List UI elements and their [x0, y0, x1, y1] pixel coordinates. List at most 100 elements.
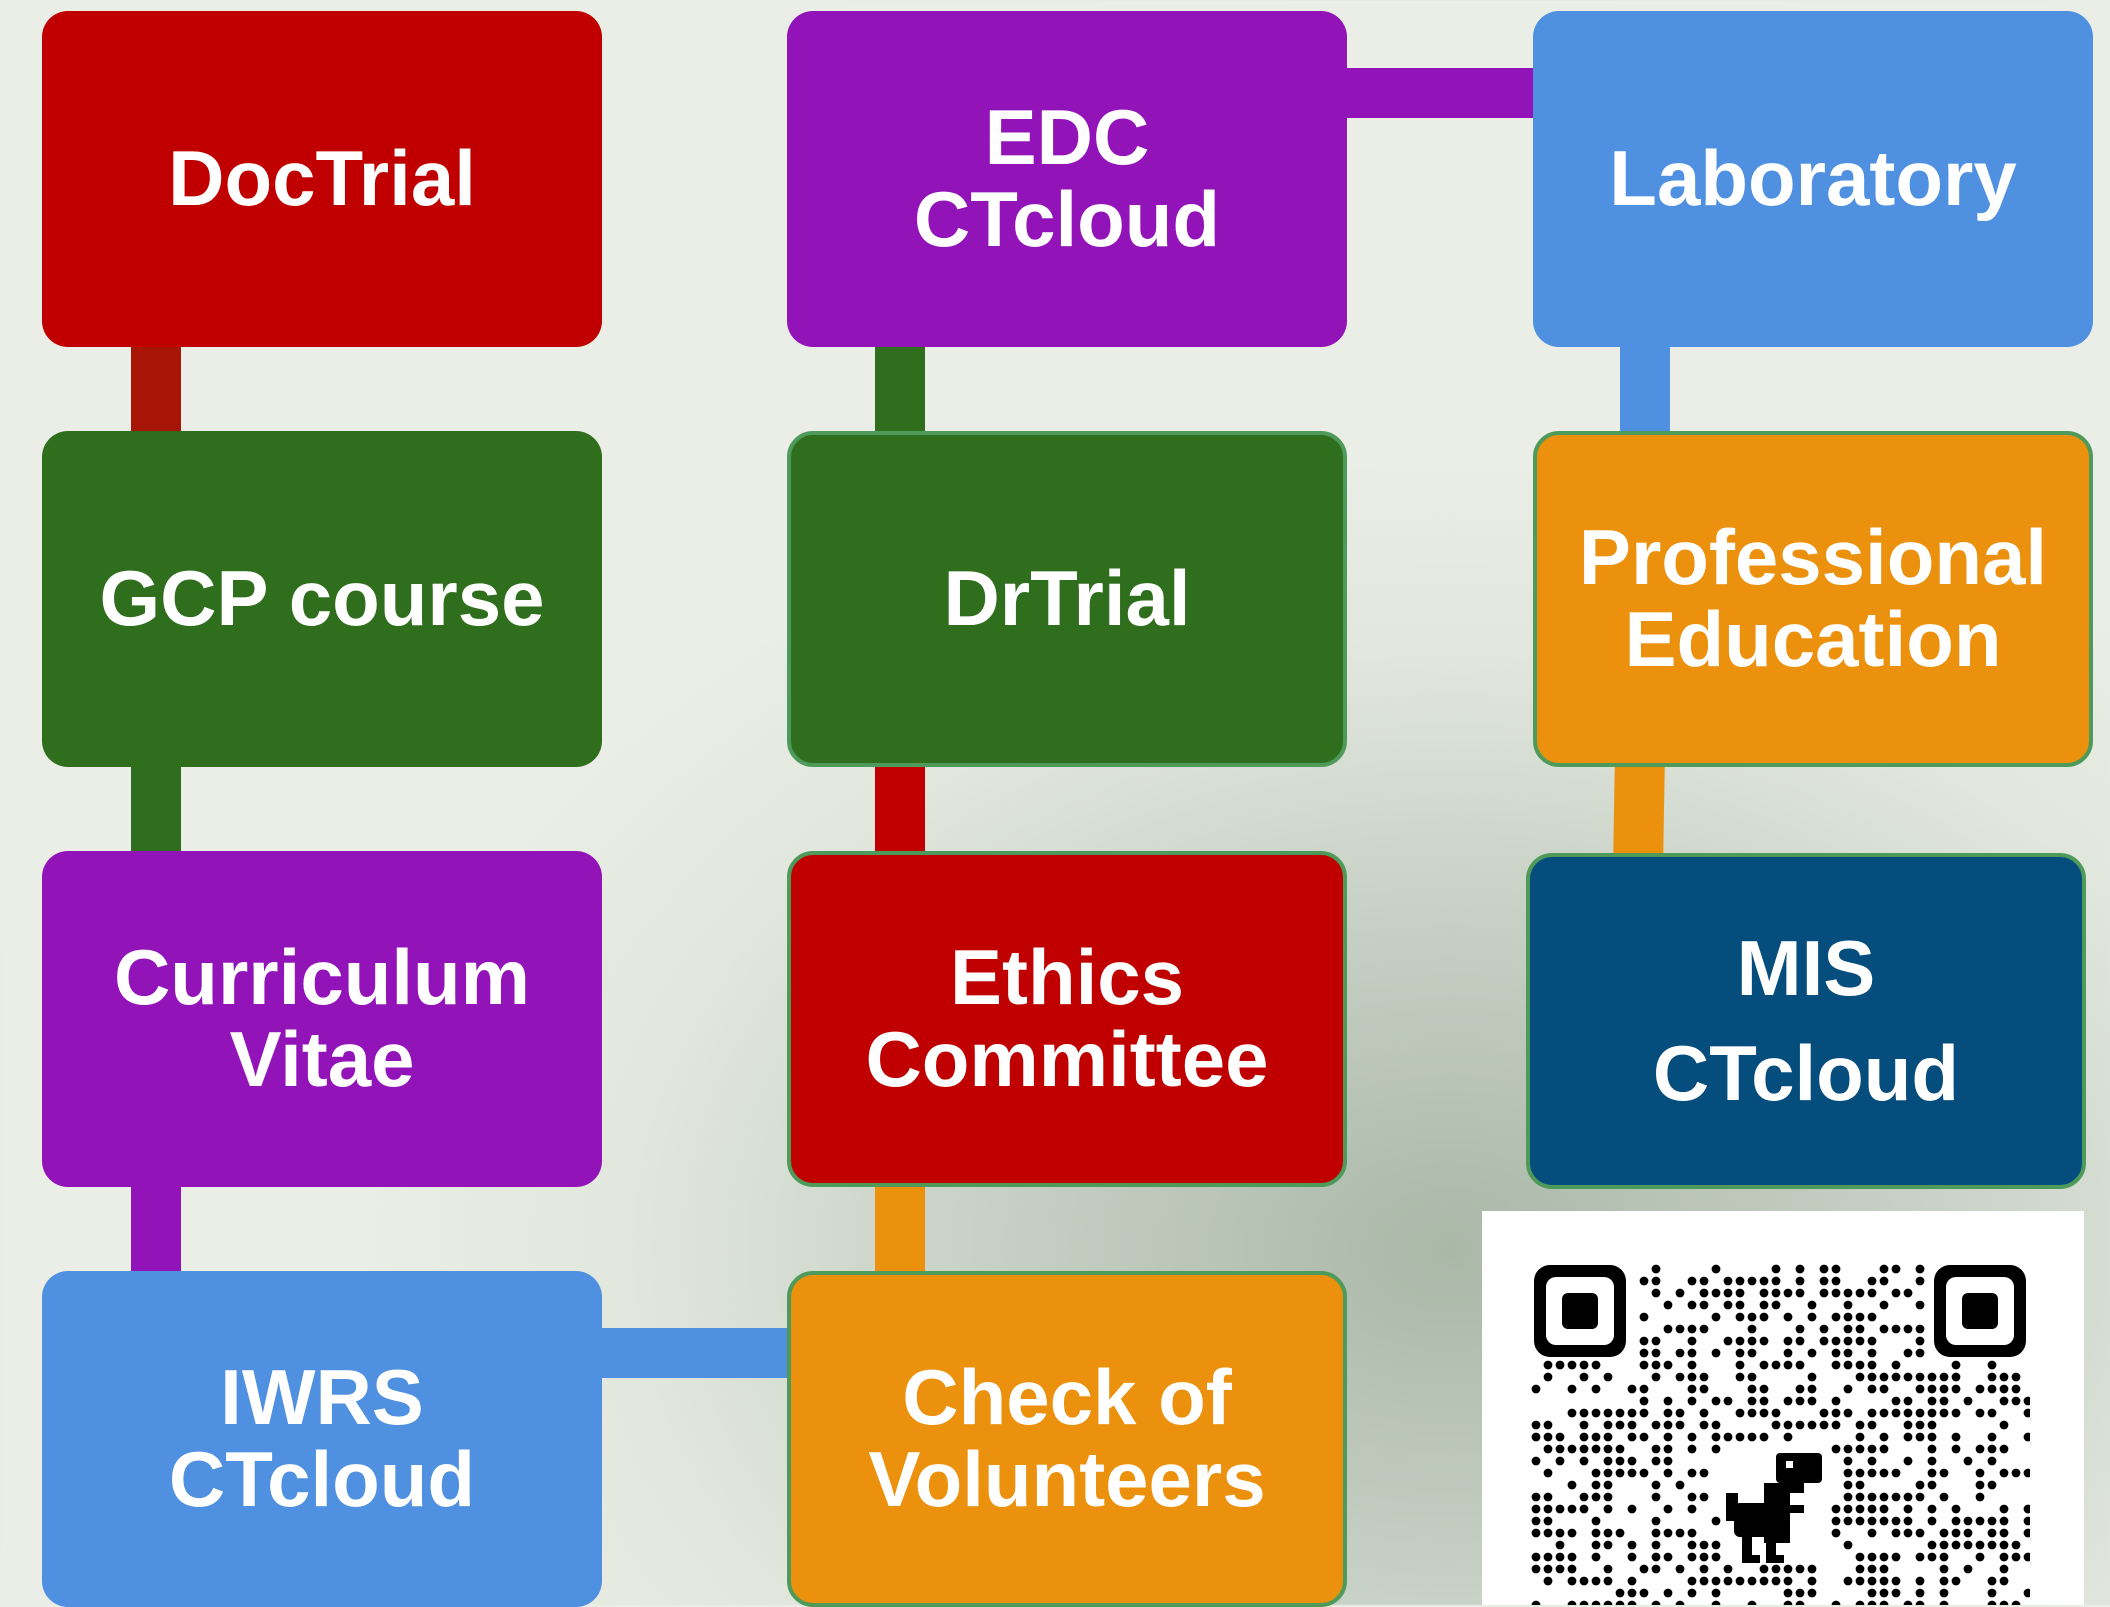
qr-module — [1879, 1324, 1889, 1334]
qr-module — [1795, 1588, 1805, 1598]
qr-module — [1663, 1456, 1673, 1466]
qr-module — [1699, 1408, 1709, 1418]
qr-module — [1891, 1372, 1901, 1382]
qr-module — [1711, 1444, 1721, 1454]
professional-education-box[interactable]: Professional Education — [1533, 431, 2093, 767]
qr-module — [1807, 1348, 1817, 1358]
qr-module — [1939, 1468, 1949, 1478]
qr-module — [1615, 1444, 1625, 1454]
qr-module — [1663, 1552, 1673, 1562]
qr-module — [1759, 1432, 1769, 1442]
qr-module — [1759, 1576, 1769, 1586]
check-of-volunteers-box[interactable]: Check of Volunteers — [787, 1271, 1347, 1607]
qr-module — [2023, 1552, 2030, 1562]
qr-module — [1807, 1564, 1817, 1574]
qr-module — [1543, 1372, 1553, 1382]
qr-module — [1723, 1288, 1733, 1298]
qr-module — [1651, 1360, 1661, 1370]
qr-module — [1831, 1444, 1841, 1454]
qr-module — [1555, 1540, 1565, 1550]
qr-module — [1975, 1516, 1985, 1526]
qr-module — [1975, 1540, 1985, 1550]
iwrs-line2: CTcloud — [168, 1435, 476, 1523]
doctrial-box[interactable]: DocTrial — [42, 11, 602, 347]
qr-module — [1927, 1420, 1937, 1430]
qr-module — [1843, 1576, 1853, 1586]
qr-module — [1855, 1444, 1865, 1454]
qr-module — [1699, 1468, 1709, 1478]
qr-module — [1915, 1528, 1925, 1538]
qr-module — [1627, 1384, 1637, 1394]
qr-module — [1831, 1528, 1841, 1538]
volunteers-line2: Volunteers — [868, 1435, 1266, 1523]
qr-module — [1795, 1288, 1805, 1298]
qr-module — [1627, 1420, 1637, 1430]
qr-module — [1543, 1504, 1553, 1514]
ethics-committee-box[interactable]: Ethics Committee — [787, 851, 1347, 1187]
qr-module — [1651, 1288, 1661, 1298]
qr-module — [1843, 1540, 1853, 1550]
qr-module — [1543, 1492, 1553, 1502]
qr-module — [1699, 1420, 1709, 1430]
qr-module — [1927, 1444, 1937, 1454]
connector-doctrial-gcp — [131, 346, 181, 434]
qr-module — [1699, 1384, 1709, 1394]
qr-module — [1531, 1492, 1541, 1502]
qr-module — [1987, 1432, 1997, 1442]
qr-module — [1783, 1288, 1793, 1298]
qr-module — [1807, 1420, 1817, 1430]
qr-code[interactable] — [1482, 1211, 2084, 1605]
qr-module — [1579, 1420, 1589, 1430]
iwrs-box[interactable]: IWRS CTcloud — [42, 1271, 602, 1607]
qr-module — [1927, 1504, 1937, 1514]
qr-module — [1663, 1588, 1673, 1598]
qr-module — [1903, 1516, 1913, 1526]
qr-module — [1927, 1468, 1937, 1478]
gcp-course-box[interactable]: GCP course — [42, 431, 602, 767]
qr-module — [1567, 1600, 1577, 1605]
qr-module — [1999, 1540, 2009, 1550]
qr-module — [1603, 1420, 1613, 1430]
qr-module — [1891, 1492, 1901, 1502]
qr-module — [1567, 1480, 1577, 1490]
qr-module — [1651, 1600, 1661, 1605]
qr-module — [1831, 1600, 1841, 1605]
qr-module — [1879, 1264, 1889, 1274]
qr-module — [1591, 1468, 1601, 1478]
qr-module — [2023, 1516, 2030, 1526]
qr-module — [1855, 1564, 1865, 1574]
qr-module — [1735, 1312, 1745, 1322]
laboratory-box[interactable]: Laboratory — [1533, 11, 2093, 347]
qr-module — [1675, 1324, 1685, 1334]
qr-module — [1843, 1444, 1853, 1454]
qr-module — [1711, 1348, 1721, 1358]
qr-module — [1699, 1576, 1709, 1586]
qr-module — [1771, 1300, 1781, 1310]
drtrial-box[interactable]: DrTrial — [787, 431, 1347, 767]
edc-ctcloud-box[interactable]: EDC CTcloud — [787, 11, 1347, 347]
mis-ctcloud-box[interactable]: MIS CTcloud — [1526, 853, 2086, 1189]
qr-module — [1579, 1504, 1589, 1514]
qr-module — [1867, 1420, 1877, 1430]
curriculum-vitae-box[interactable]: Curriculum Vitae — [42, 851, 602, 1187]
qr-module — [1663, 1504, 1673, 1514]
qr-module — [1687, 1432, 1697, 1442]
qr-module — [1783, 1348, 1793, 1358]
qr-module — [1927, 1396, 1937, 1406]
qr-module — [1735, 1300, 1745, 1310]
qr-module — [1747, 1576, 1757, 1586]
qr-module — [1603, 1528, 1613, 1538]
qr-module — [1783, 1360, 1793, 1370]
qr-module — [1711, 1588, 1721, 1598]
qr-module — [1747, 1384, 1757, 1394]
mis-line1: MIS — [1736, 923, 1876, 1012]
qr-module — [1747, 1324, 1757, 1334]
qr-module — [1903, 1408, 1913, 1418]
qr-module — [1927, 1480, 1937, 1490]
qr-module — [1579, 1576, 1589, 1586]
qr-module — [1735, 1288, 1745, 1298]
qr-module — [1735, 1360, 1745, 1370]
qr-module — [1615, 1408, 1625, 1418]
qr-module — [1807, 1396, 1817, 1406]
qr-module — [1531, 1504, 1541, 1514]
